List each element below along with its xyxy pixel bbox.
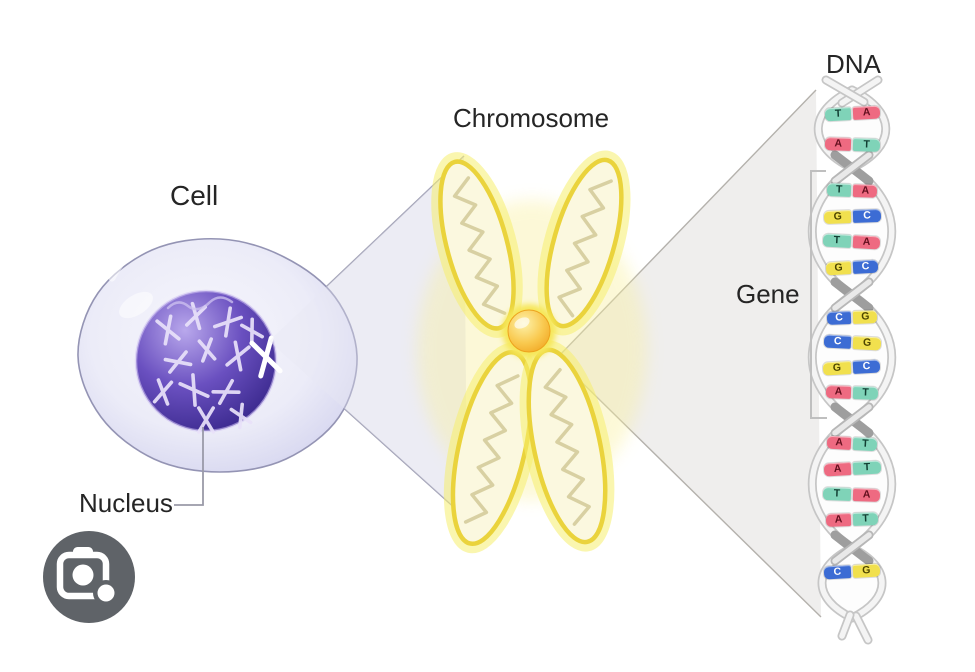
dna-segment bbox=[812, 168, 892, 295]
chromatin-strand bbox=[166, 296, 234, 311]
nucleus-rim bbox=[134, 289, 278, 433]
centromere bbox=[507, 309, 551, 353]
chromosome-coil bbox=[463, 374, 520, 524]
highlighted-chromosome bbox=[249, 335, 283, 379]
mini-chromosome bbox=[178, 373, 210, 407]
nucleus-chromosomes bbox=[152, 296, 283, 434]
chromosome bbox=[417, 150, 647, 554]
chromosome-label: Chromosome bbox=[453, 103, 610, 133]
mini-chromosome bbox=[197, 406, 215, 434]
dna-segment bbox=[812, 420, 892, 548]
mini-chromosome bbox=[163, 350, 193, 374]
mini-chromosome bbox=[211, 378, 241, 406]
cell bbox=[77, 201, 358, 473]
mini-chromosome bbox=[184, 301, 208, 331]
chromosome-arm-glow bbox=[431, 152, 523, 338]
camera-icon bbox=[56, 547, 119, 606]
cell-label: Cell bbox=[170, 180, 219, 211]
cell-highlight bbox=[108, 201, 210, 282]
zoom-cone-overlay bbox=[269, 156, 467, 519]
dna-helix bbox=[807, 75, 897, 645]
mini-chromosome bbox=[152, 378, 174, 406]
nucleus-leader-line bbox=[174, 427, 204, 506]
chromosome-coil bbox=[543, 368, 591, 526]
dna-segment bbox=[812, 295, 892, 420]
dna-label: DNA bbox=[826, 49, 881, 79]
chromosome-arm-glow bbox=[537, 150, 631, 336]
chromosome-coil bbox=[557, 179, 613, 318]
centromere-highlight bbox=[514, 317, 530, 329]
chromosome-arm bbox=[544, 157, 624, 329]
google-lens-button[interactable] bbox=[43, 531, 135, 623]
mini-chromosome bbox=[197, 337, 217, 363]
mini-chromosome bbox=[212, 306, 244, 338]
mini-chromosome bbox=[229, 402, 253, 430]
cell-highlight bbox=[119, 291, 153, 319]
chromosome-coil bbox=[452, 176, 507, 315]
nucleus-label: Nucleus bbox=[79, 488, 173, 518]
gene-bracket bbox=[810, 170, 827, 419]
gene-label: Gene bbox=[736, 279, 800, 309]
mini-chromosome bbox=[155, 314, 181, 346]
mini-chromosome bbox=[225, 340, 251, 372]
